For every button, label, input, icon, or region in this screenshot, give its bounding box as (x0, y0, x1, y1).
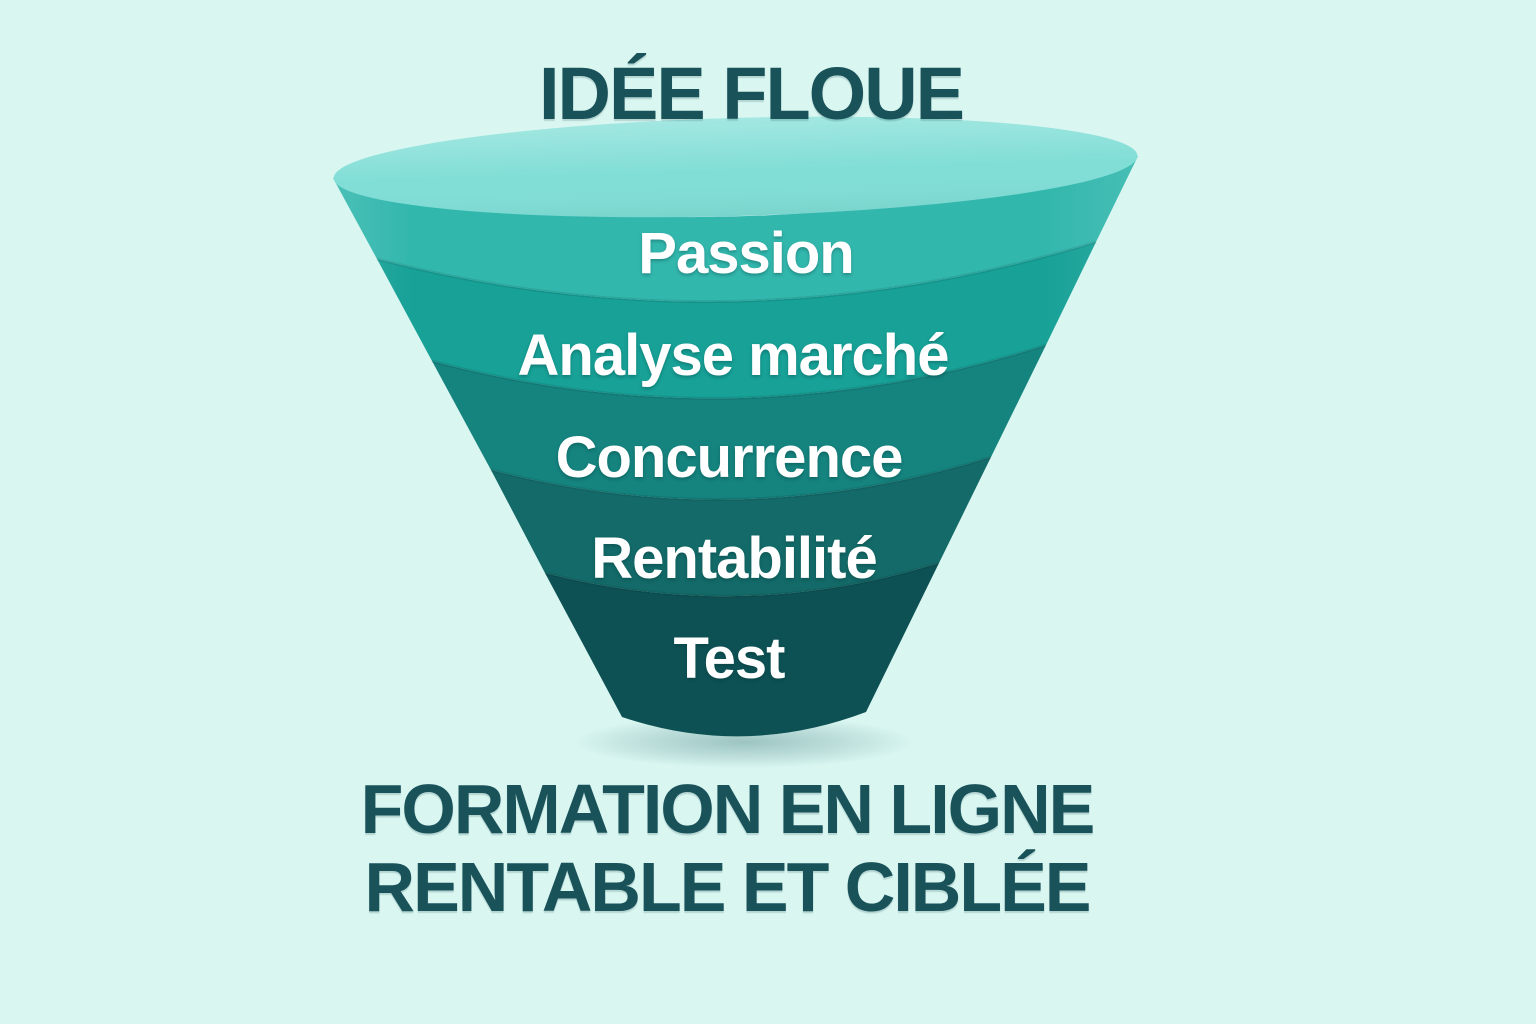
funnel-level-label: Concurrence (555, 425, 904, 490)
caption-line-2: RENTABLE ET CIBLÉE (364, 848, 1092, 926)
funnel-opening-sheen (333, 116, 1138, 218)
funnel-shadow (574, 716, 914, 768)
funnel-level-label: Passion (638, 221, 854, 286)
funnel-level-label: Test (673, 626, 786, 691)
caption-line-1: FORMATION EN LIGNE (360, 770, 1096, 848)
main-title: IDÉE FLOUE (538, 52, 965, 135)
funnel-opening (333, 116, 1138, 218)
funnel-level-label: Rentabilité (591, 526, 877, 591)
funnel-level-label: Analyse marché (517, 323, 950, 388)
funnel-sheen (333, 156, 1138, 737)
